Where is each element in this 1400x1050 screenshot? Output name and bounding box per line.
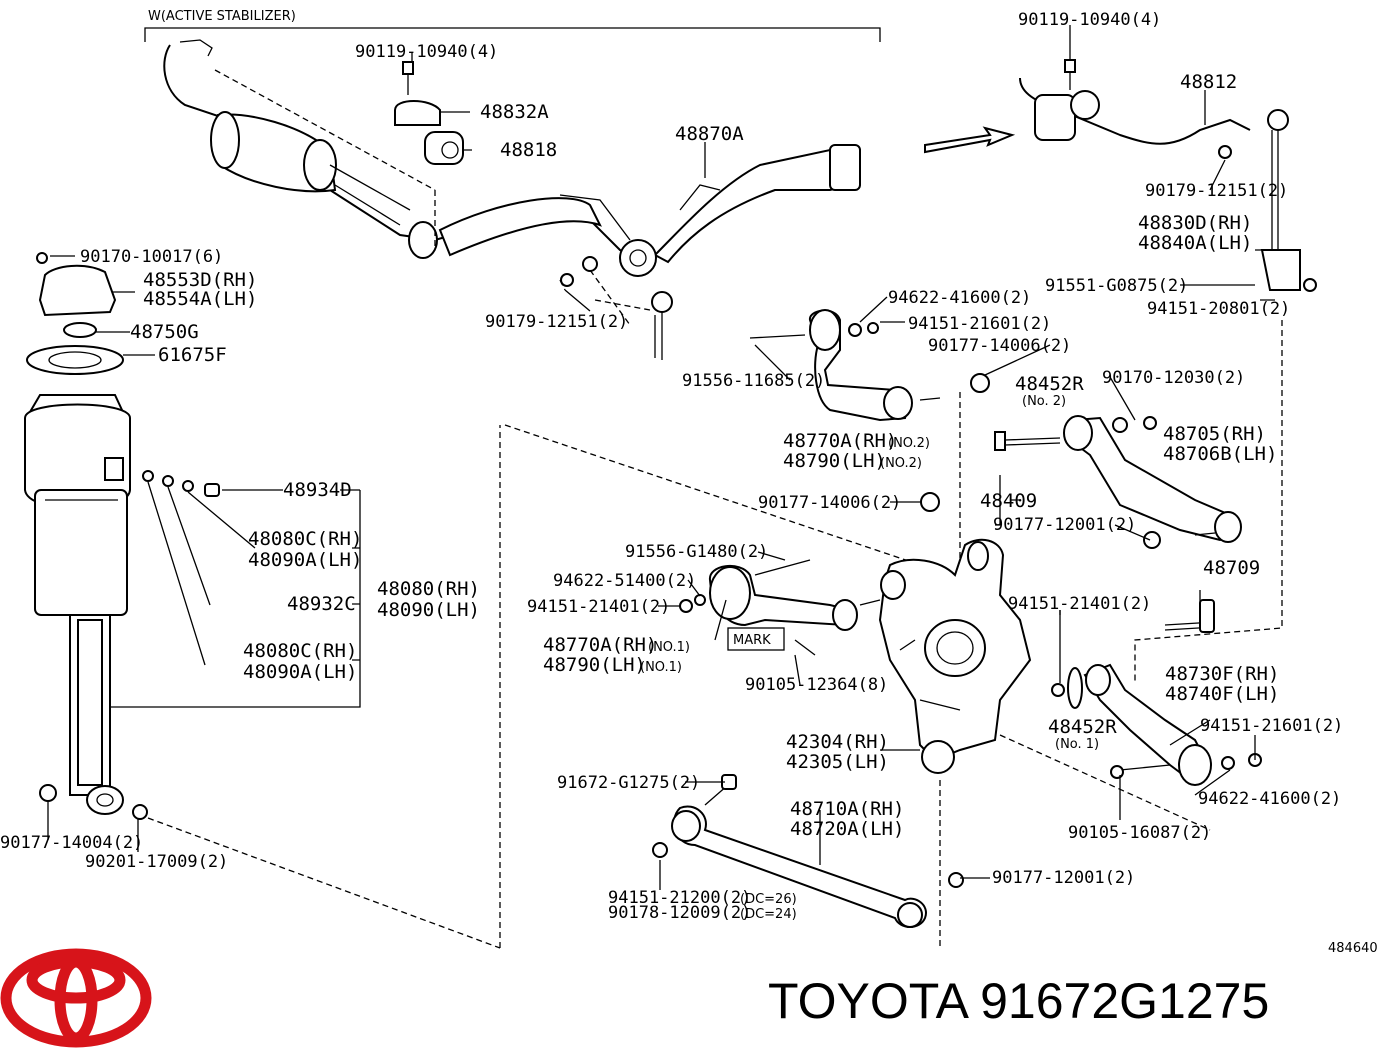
- label-90179-12151-right: 90179-12151(2): [1145, 181, 1288, 201]
- label-48770a-rh-no1: 48770A(RH): [543, 634, 657, 656]
- label-48812: 48812: [1180, 71, 1237, 93]
- label-94151-21401-left: 94151-21401(2): [527, 597, 670, 617]
- label-48409: 48409: [980, 490, 1037, 512]
- brand-caption: TOYOTA 91672G1275: [768, 973, 1269, 1029]
- label-90119-10940-left: 90119-10940(4): [355, 42, 498, 62]
- label-no1-tag-a: (NO.1): [648, 640, 690, 655]
- label-90177-12001-low: 90177-12001(2): [992, 868, 1135, 888]
- label-dc24: (DC=24): [740, 907, 797, 922]
- label-48080-rh: 48080(RH): [377, 578, 480, 600]
- label-48934d: 48934D: [283, 479, 352, 501]
- label-94151-21601-low: 94151-21601(2): [1200, 716, 1343, 736]
- label-mark: MARK: [733, 633, 771, 648]
- label-94151-21601-top: 94151-21601(2): [908, 314, 1051, 334]
- label-48452r-no2: 48452R: [1015, 373, 1084, 395]
- label-48554a-lh: 48554A(LH): [143, 288, 257, 310]
- label-48840a-lh: 48840A(LH): [1138, 232, 1252, 254]
- label-94151-20801: 94151-20801(2): [1147, 299, 1290, 319]
- stabilizer-bar-48812-drawing: [1019, 59, 1317, 292]
- label-no2-tag-a: (NO.2): [888, 436, 930, 451]
- label-48870a: 48870A: [675, 123, 744, 145]
- link-48710a-drawing: [652, 774, 964, 928]
- toyota-logo: [0, 948, 152, 1048]
- label-90170-10017: 90170-10017(6): [80, 247, 223, 267]
- lower-arm-no1-drawing: [679, 559, 881, 656]
- label-dc26: (DC=26): [740, 892, 797, 907]
- label-48832a: 48832A: [480, 101, 549, 123]
- clamp-bracket-48832a-drawing: [394, 61, 464, 165]
- label-90170-12030: 90170-12030(2): [1102, 368, 1245, 388]
- label-48709: 48709: [1203, 557, 1260, 579]
- label-48080c-rh-1: 48080C(RH): [248, 528, 362, 550]
- label-48830d-rh: 48830D(RH): [1138, 212, 1252, 234]
- figure-id: 484640: [1328, 941, 1378, 956]
- label-94622-41600-top: 94622-41600(2): [888, 288, 1031, 308]
- label-48705-rh: 48705(RH): [1163, 423, 1266, 445]
- label-48080c-rh-2: 48080C(RH): [243, 640, 357, 662]
- upper-arm-no2-drawing: [749, 309, 990, 512]
- label-48090a-lh-2: 48090A(LH): [243, 661, 357, 683]
- arm-48730f-drawing: [1051, 663, 1262, 786]
- label-48090a-lh-1: 48090A(LH): [248, 549, 362, 571]
- variant-note: W(ACTIVE STABILIZER): [148, 9, 296, 24]
- logo-inner-horizontal: [26, 956, 126, 1004]
- stabilizer-actuator-drawing: [163, 39, 641, 261]
- label-90179-12151-left: 90179-12151(2): [485, 312, 628, 332]
- label-48740f-lh: 48740F(LH): [1165, 683, 1279, 705]
- label-48090-lh: 48090(LH): [377, 599, 480, 621]
- label-61675f: 61675F: [158, 344, 227, 366]
- label-48452r-no1: 48452R: [1048, 716, 1117, 738]
- label-94622-51400: 94622-51400(2): [553, 571, 696, 591]
- label-48790-lh-no1: 48790(LH): [543, 654, 646, 676]
- label-90177-14006-mid: 90177-14006(2): [758, 493, 901, 513]
- label-90177-14006-top: 90177-14006(2): [928, 336, 1071, 356]
- label-48770a-rh-no2: 48770A(RH): [783, 430, 897, 452]
- label-48710a-rh: 48710A(RH): [790, 798, 904, 820]
- label-42304-rh: 42304(RH): [786, 731, 889, 753]
- label-48750g: 48750G: [130, 321, 199, 343]
- label-48706b-lh: 48706B(LH): [1163, 443, 1277, 465]
- label-no1: (No. 1): [1055, 737, 1099, 752]
- label-90105-12364: 90105-12364(8): [745, 675, 888, 695]
- label-no2: (No. 2): [1022, 394, 1066, 409]
- label-91556-g1480: 91556-G1480(2): [625, 542, 768, 562]
- shock-absorber-drawing: [24, 252, 220, 820]
- label-48720a-lh: 48720A(LH): [790, 818, 904, 840]
- label-48932c: 48932C: [287, 593, 356, 615]
- label-90119-10940-right: 90119-10940(4): [1018, 10, 1161, 30]
- label-48790-lh-no2: 48790(LH): [783, 450, 886, 472]
- label-48553d-rh: 48553D(RH): [143, 269, 257, 291]
- label-90177-12001-mid: 90177-12001(2): [993, 515, 1136, 535]
- label-90105-16087: 90105-16087(2): [1068, 823, 1211, 843]
- label-no2-tag-b: (NO.2): [880, 456, 922, 471]
- arm-48705-drawing: [994, 415, 1242, 549]
- label-91551-g0875: 91551-G0875(2): [1045, 276, 1188, 296]
- knuckle-drawing: [878, 538, 1032, 774]
- label-94151-21200: 94151-21200(2): [608, 888, 751, 908]
- label-42305-lh: 42305(LH): [786, 751, 889, 773]
- stabilizer-link-48870a-drawing: [619, 144, 861, 360]
- label-94151-21401-right: 94151-21401(2): [1008, 594, 1151, 614]
- label-94622-41600-low: 94622-41600(2): [1198, 789, 1341, 809]
- label-no1-tag-b: (NO.1): [640, 660, 682, 675]
- label-90177-14004: 90177-14004(2): [0, 833, 143, 853]
- bolt-48709-drawing: [1164, 599, 1216, 633]
- active-stabilizer-bracket: W(ACTIVE STABILIZER): [144, 9, 881, 42]
- label-48730f-rh: 48730F(RH): [1165, 663, 1279, 685]
- label-91556-11685: 91556-11685(2): [682, 371, 825, 391]
- label-90178-12009: 90178-12009(2): [608, 903, 751, 923]
- label-90201-17009: 90201-17009(2): [85, 852, 228, 872]
- label-48818: 48818: [500, 139, 557, 161]
- label-91672-g1275: 91672-G1275(2): [557, 773, 700, 793]
